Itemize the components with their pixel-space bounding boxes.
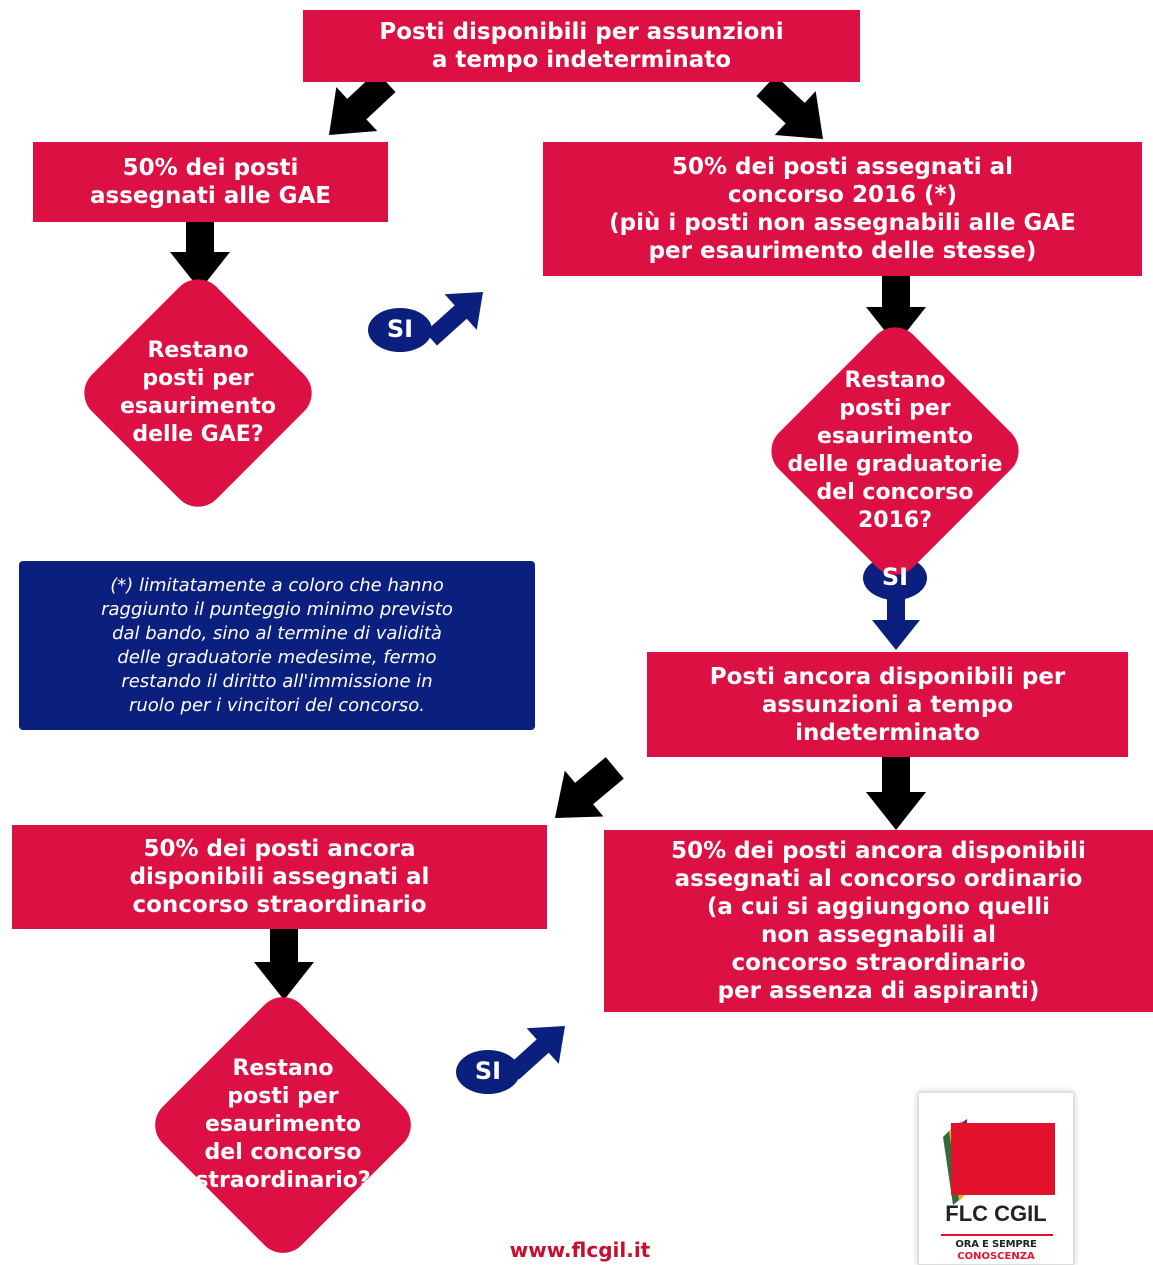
node-gae-share: 50% dei posti assegnati alle GAE	[33, 142, 388, 222]
logo-tagline-2: CONOSCENZA	[957, 1251, 1035, 1262]
flc-cgil-logo: FLC CGIL ORA E SEMPRE CONOSCENZA	[918, 1092, 1074, 1265]
yes-label-gae: SI	[386, 315, 414, 343]
question-straordinario-text: Restano posti per esaurimento del concor…	[195, 1056, 371, 1193]
node-straordinario-share: 50% dei posti ancora disponibili assegna…	[12, 825, 547, 929]
question-gae: Restano posti per esaurimento delle GAE?	[50, 268, 346, 518]
arrow-available-to-ordinario	[866, 752, 926, 830]
footnote-box: (*) limitatamente a coloro che hanno rag…	[19, 561, 535, 730]
yes-arrow-gae	[368, 274, 500, 357]
yes-label-2016: SI	[881, 563, 909, 591]
node-posti-disponibili: Posti disponibili per assunzioni a tempo…	[303, 10, 860, 82]
question-gae-text: Restano posti per esaurimento delle GAE?	[119, 338, 277, 447]
node-concorso-2016-share: 50% dei posti assegnati al concorso 2016…	[543, 142, 1142, 276]
node-ordinario-share: 50% dei posti ancora disponibili assegna…	[604, 830, 1153, 1012]
question-straordinario: Restano posti per esaurimento del concor…	[108, 986, 458, 1264]
question-2016-text: Restano posti per esaurimento delle grad…	[787, 368, 1003, 533]
logo-rule	[941, 1234, 1053, 1236]
arrow-available-to-straordinario	[535, 744, 635, 841]
question-2016: Restano posti per esaurimento delle grad…	[722, 316, 1068, 586]
logo-brand: FLC CGIL	[945, 1201, 1047, 1226]
yes-label-straordinario: SI	[474, 1057, 502, 1085]
logo-tagline-1: ORA E SEMPRE	[955, 1239, 1037, 1250]
yes-arrow-straordinario	[456, 1008, 582, 1094]
node-still-available: Posti ancora disponibili per assunzioni …	[647, 652, 1128, 757]
footer-url[interactable]: www.flcgil.it	[509, 1238, 651, 1262]
logo-flag	[951, 1123, 1055, 1195]
